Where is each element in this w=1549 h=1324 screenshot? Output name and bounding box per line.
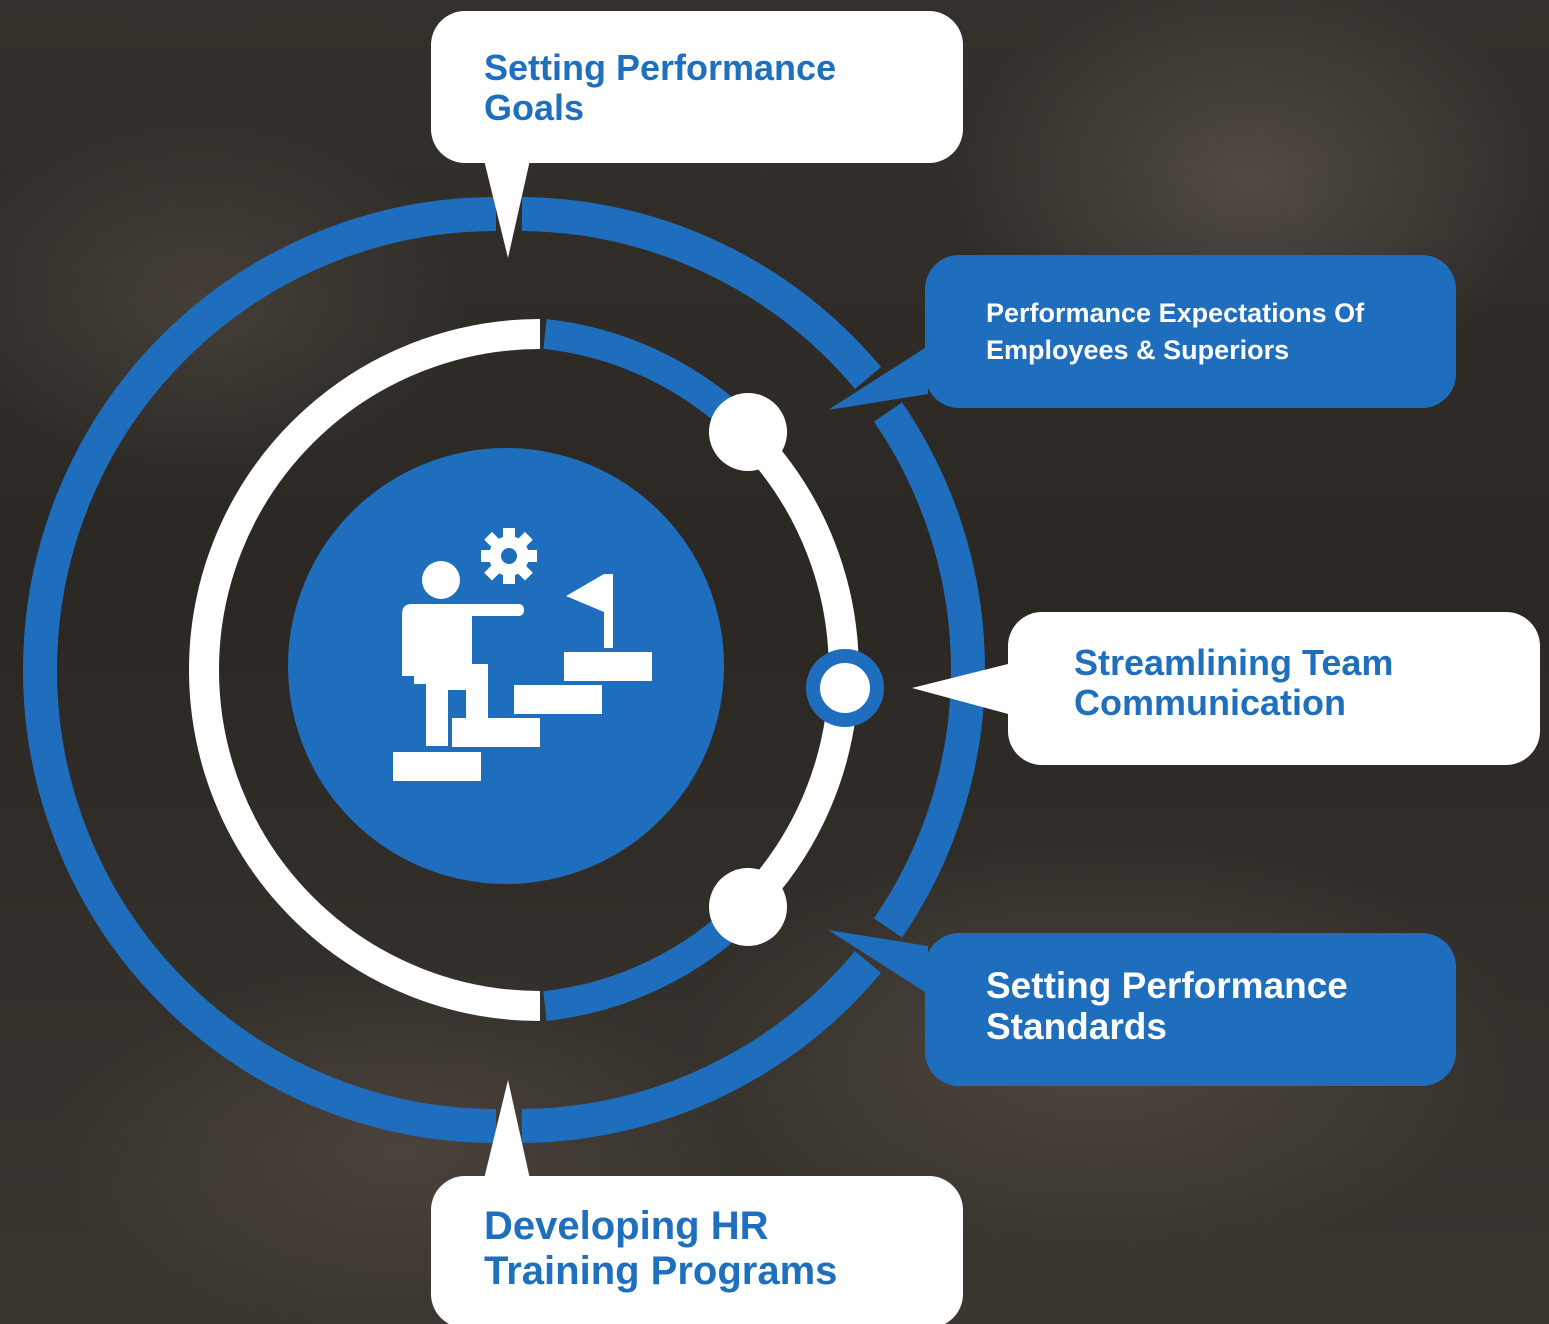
bubble-setting-performance-standards <box>828 930 1456 1086</box>
outer-ring-left-arc <box>23 197 497 1143</box>
bubble-setting-performance-goals <box>431 11 963 258</box>
label-performance-expectations: Performance Expectations Of Employees & … <box>986 298 1365 366</box>
label-streamlining-team-communication: Streamlining Team Communication <box>1074 642 1394 724</box>
bubble-developing-hr-training-programs <box>431 1080 963 1324</box>
inner-ring-white-left <box>189 319 541 1021</box>
outer-ring-right-arc <box>873 402 985 938</box>
center-circle <box>288 448 724 884</box>
bubble-streamlining-team-communication <box>912 612 1540 765</box>
ring-node-lower <box>709 868 787 946</box>
bubble-performance-expectations <box>828 255 1456 410</box>
outer-ring <box>23 197 985 1143</box>
label-developing-hr-training-programs: Developing HR Training Programs <box>484 1204 838 1293</box>
outer-ring-top-right-arc <box>521 197 882 389</box>
ring-node-middle <box>806 649 884 727</box>
label-setting-performance-goals: Setting Performance Goals <box>484 47 837 129</box>
person-climbing-stairs-icon <box>393 528 652 781</box>
outer-ring-bottom-right-arc <box>521 951 882 1143</box>
gear-icon <box>481 528 537 584</box>
label-setting-performance-standards: Setting Performance Standards <box>986 965 1348 1048</box>
ring-node-upper <box>709 393 787 471</box>
